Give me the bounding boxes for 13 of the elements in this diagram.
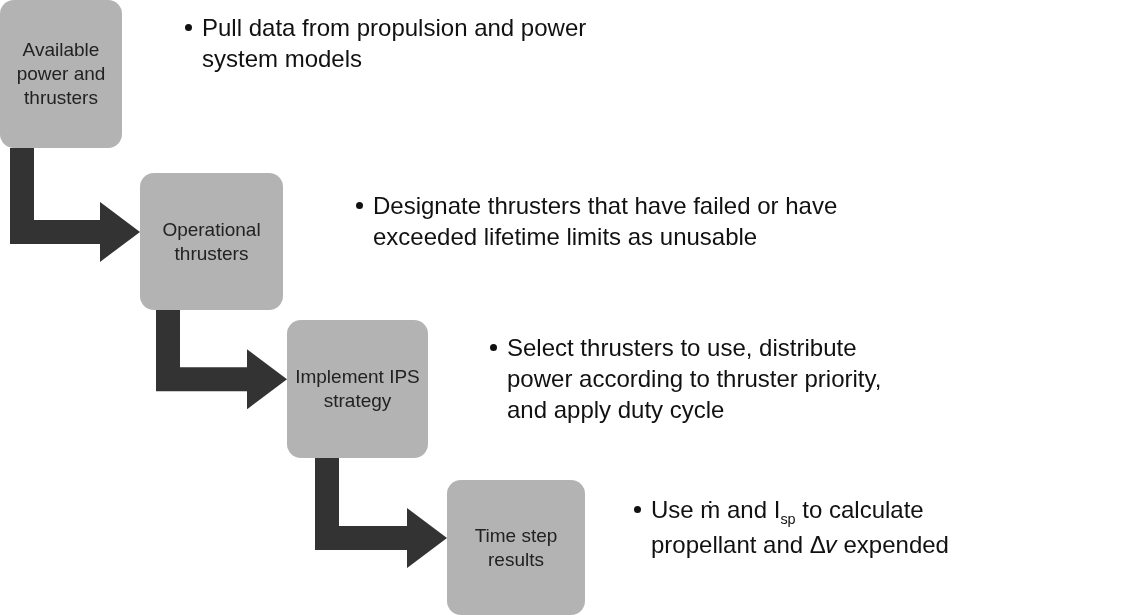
step-description: Select thrusters to use, distribute power according to thruster priority, and apply duty cycle (507, 333, 882, 426)
process-box (140, 173, 283, 310)
elbow-arrow (10, 148, 140, 262)
process-box (287, 320, 428, 458)
step-label: Available power and thrusters (15, 38, 107, 110)
step-label: Time step results (473, 523, 559, 572)
step-label: Implement IPS strategy (294, 365, 421, 413)
step-description: Designate thrusters that have failed or have exceeded lifetime limits as unusable (373, 191, 839, 253)
step-label: Operational thrusters (161, 217, 262, 266)
process-box (447, 480, 585, 615)
step-description: Pull data from propulsion and power system models (202, 13, 588, 75)
process-box (0, 0, 122, 148)
step-description: Use ṁ and I$_{sp}$ to calculate propellant and Δ𝑣 expended (651, 495, 950, 560)
